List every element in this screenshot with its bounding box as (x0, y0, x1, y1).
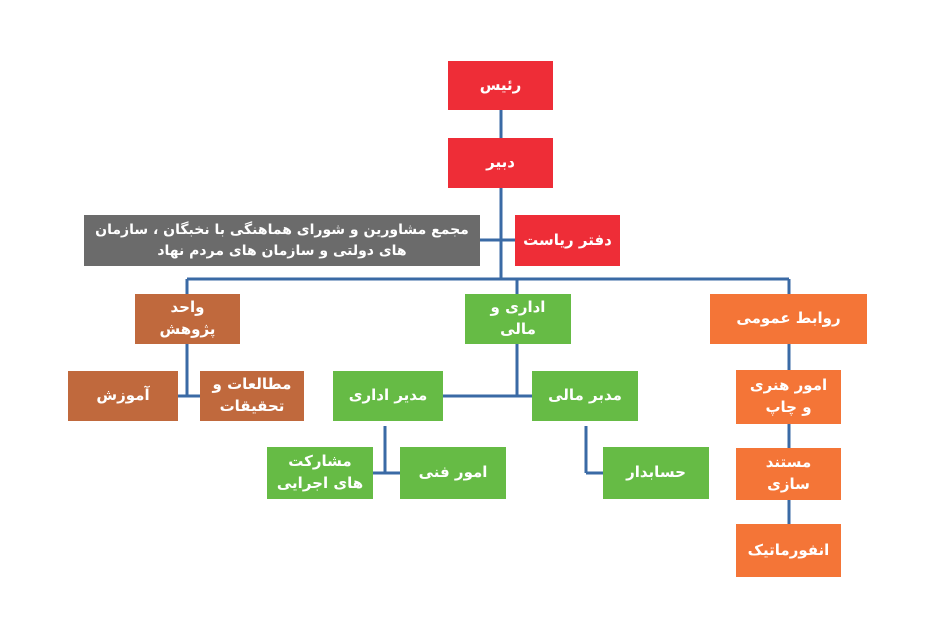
node-label: واحد پژوهش (159, 298, 216, 338)
node-documentation: مستند سازی (736, 448, 841, 500)
node-technical-affairs: امور فنی (400, 447, 506, 499)
node-label: روابط عمومی (736, 309, 841, 328)
node-arts-printing: امور هنری و چاپ (736, 370, 841, 424)
node-label: دبیر (486, 153, 515, 172)
node-label: حسابدار (626, 463, 686, 482)
node-label: آموزش (96, 386, 150, 405)
node-label: اداری و مالی (490, 298, 546, 338)
node-research-unit: واحد پژوهش (135, 294, 240, 344)
node-admin-finance: اداری و مالی (465, 294, 571, 344)
node-finance-manager: مدبر مالی (532, 371, 638, 421)
node-secretary: دبیر (448, 138, 553, 188)
node-label: مشارکت های اجرایی (276, 452, 364, 492)
node-council: مجمع مشاورین و شورای هماهنگی با نخبگان ،… (84, 215, 480, 266)
node-studies-research: مطالعات و تحقیقات (200, 371, 304, 421)
node-label: امور فنی (418, 463, 488, 482)
node-participation-exec: مشارکت های اجرایی (267, 447, 373, 499)
node-infographic: انفورماتیک (736, 524, 841, 577)
node-presidency-office: دفتر ریاست (515, 215, 620, 266)
node-label: مطالعات و تحقیقات (212, 375, 292, 415)
node-label: مدبر مالی (548, 386, 622, 405)
node-label: مدیر اداری (348, 386, 428, 405)
node-admin-manager: مدیر اداری (333, 371, 443, 421)
node-label: امور هنری و چاپ (749, 376, 828, 416)
node-label: دفتر ریاست (523, 230, 612, 249)
node-accountant: حسابدار (603, 447, 709, 499)
node-public-relations: روابط عمومی (710, 294, 867, 344)
node-label: مجمع مشاورین و شورای هماهنگی با نخبگان ،… (95, 222, 469, 259)
node-training: آموزش (68, 371, 178, 421)
node-label: رئیس (479, 75, 522, 94)
node-president: رئیس (448, 61, 553, 110)
node-label: انفورماتیک (747, 540, 830, 559)
node-label: مستند سازی (765, 453, 812, 493)
